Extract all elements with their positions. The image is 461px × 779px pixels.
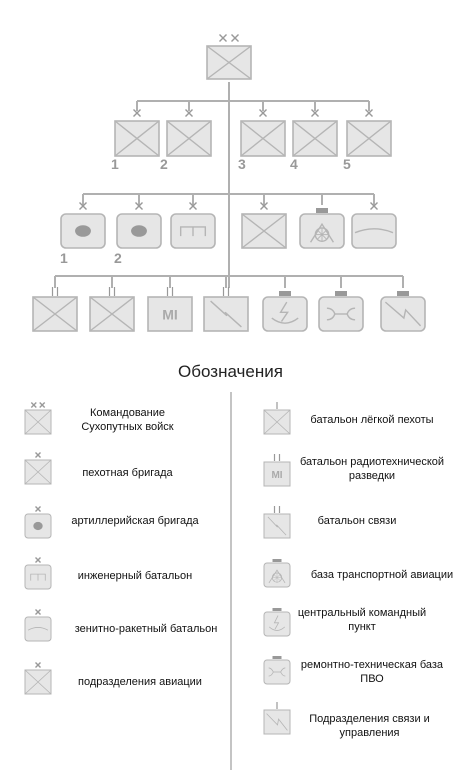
legend-symbol-command (24, 402, 52, 435)
radio-recon-battalion-symbol: MI (147, 287, 193, 332)
command-symbol (206, 34, 252, 80)
legend-symbol-radio-recon-battalion: MI (263, 454, 291, 487)
brigade-number: 5 (343, 156, 351, 172)
light-infantry-battalion-symbol (89, 287, 135, 332)
infantry-brigade-symbol (114, 109, 160, 157)
legend-label-ad-repair-base: ремонтно-техническая база ПВО (300, 659, 444, 685)
artillery-brigade-symbol (116, 202, 162, 249)
legend-symbol-central-command-post (263, 608, 291, 637)
legend-symbol-signal-battalion (263, 506, 291, 539)
artillery-number: 2 (114, 250, 122, 266)
legend-symbol-infantry-brigade (24, 452, 52, 485)
brigade-number: 3 (238, 156, 246, 172)
engineer-battalion-symbol (170, 202, 216, 249)
legend-label-aviation-units: подразделения авиации (78, 676, 202, 688)
infantry-brigade-symbol (166, 109, 212, 157)
transport-aviation-base-symbol (299, 208, 345, 249)
infantry-brigade-symbol (346, 109, 392, 157)
legend-symbol-sam-battalion (24, 609, 52, 642)
legend-symbol-transport-aviation-base (263, 559, 291, 588)
sam-battalion-symbol (351, 202, 397, 249)
legend-symbol-light-infantry-battalion (263, 402, 291, 435)
artillery-number: 1 (60, 250, 68, 266)
legend-label-engineer-battalion: инженерный батальон (77, 570, 193, 582)
legend-label-radio-recon-battalion: батальон радиотехнической разведки (299, 456, 445, 482)
infantry-brigade-symbol (240, 109, 286, 157)
legend-title: Обозначения (178, 362, 283, 381)
light-infantry-battalion-symbol (32, 287, 78, 332)
signal-control-units-symbol (380, 291, 426, 332)
legend-label-infantry-brigade: пехотная бригада (82, 467, 173, 479)
legend-symbol-aviation-units (24, 662, 52, 695)
legend-label-light-infantry-battalion: батальон лёгкой пехоты (310, 414, 434, 426)
brigade-number: 4 (290, 156, 298, 172)
brigade-number: 1 (111, 156, 119, 172)
legend-symbol-engineer-battalion (24, 557, 52, 590)
legend-label-sam-battalion: зенитно-ракетный батальон (74, 623, 218, 635)
legend-label-transport-aviation-base: база транспортной авиации (310, 569, 454, 581)
legend-label-signal-control-units: Подразделения связи и управления (309, 713, 430, 739)
artillery-brigade-symbol (60, 202, 106, 249)
signal-battalion-symbol (203, 287, 249, 332)
svg-text:MI: MI (162, 306, 178, 322)
legend-label-central-command-post: центральный командный пункт (297, 607, 427, 633)
svg-text:MI: MI (271, 470, 282, 481)
legend-symbol-signal-control-units (263, 702, 291, 735)
legend-label-signal-battalion: батальон связи (317, 515, 397, 527)
aviation-units-symbol (241, 202, 287, 249)
legend-label-command: Командование Сухопутных войск (81, 407, 174, 433)
legend-label-artillery-brigade: артиллерийская бригада (71, 515, 199, 527)
ad-repair-base-symbol (318, 291, 364, 332)
brigade-number: 2 (160, 156, 168, 172)
legend-symbol-artillery-brigade (24, 506, 52, 539)
infantry-brigade-symbol (292, 109, 338, 157)
central-command-post-symbol (262, 291, 308, 332)
legend-symbol-ad-repair-base (263, 656, 291, 685)
